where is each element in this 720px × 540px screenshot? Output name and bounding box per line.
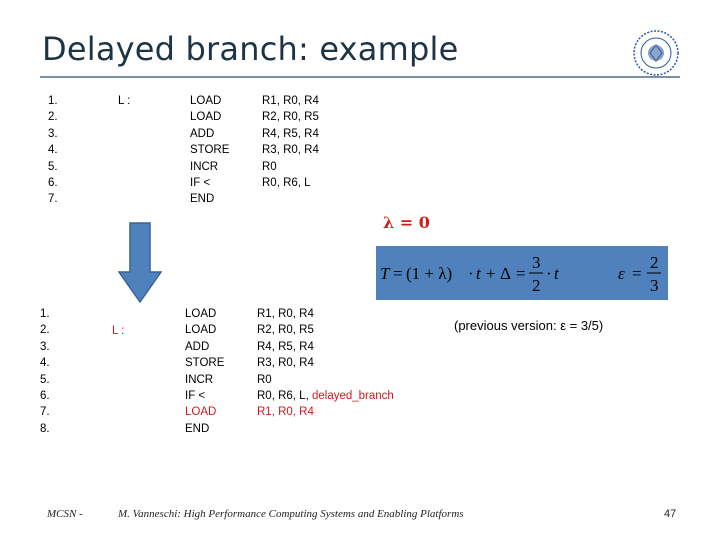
line-number: 4. — [48, 144, 58, 157]
operand: R0 — [257, 373, 272, 386]
operand: R4, R5, R4 — [262, 127, 319, 140]
formula-epsilon: ε — [618, 264, 625, 283]
footer-title: M. Vanneschi: High Performance Computing… — [118, 508, 464, 520]
program2-label: L : — [112, 323, 124, 339]
program2-operands: R1, R0, R4 R2, R0, R5 R4, R5, R4 R3, R0,… — [257, 306, 394, 421]
program1-operands: R1, R0, R4 R2, R0, R5 R4, R5, R4 R3, R0,… — [262, 93, 319, 191]
line-number: 3. — [40, 340, 50, 353]
opcode: LOAD — [190, 111, 222, 124]
opcode: STORE — [185, 357, 225, 370]
opcode: ADD — [190, 127, 215, 140]
formula-eps-den: 3 — [650, 276, 659, 295]
line-number: 3. — [48, 127, 58, 140]
formula-plus: + — [486, 264, 496, 283]
previous-version-note: (previous version: ε = 3/5) — [454, 318, 604, 333]
operand: R3, R0, R4 — [257, 357, 314, 370]
program1-label: L : — [118, 93, 130, 109]
formula-t-small: t — [476, 264, 482, 283]
opcode: LOAD — [185, 406, 217, 419]
operand-line-with-delayed: R0, R6, L, delayed_branch — [257, 388, 394, 404]
operand: R4, R5, R4 — [257, 340, 314, 353]
down-arrow-icon — [117, 222, 163, 304]
opcode: LOAD — [190, 95, 222, 107]
line-number: 1. — [40, 308, 50, 320]
line-number: 5. — [48, 160, 58, 173]
operand: R1, R0, R4 — [262, 95, 319, 107]
opcode: IF < — [190, 177, 211, 190]
line-number: 7. — [40, 406, 50, 419]
program2-opcodes: LOAD LOAD ADD STORE INCR IF < LOAD END — [185, 306, 224, 437]
formula-frac-num: 3 — [532, 253, 541, 272]
label-l: L : — [118, 95, 131, 107]
opcode: INCR — [185, 373, 214, 386]
operand: R0, R6, L — [262, 177, 311, 190]
opcode: IF < — [185, 390, 206, 403]
program2-line-numbers: 1. 2. 3. 4. 5. 6. 7. 8. — [40, 306, 50, 437]
formula-one-plus-lambda: (1 + λ) — [406, 264, 452, 283]
opcode: ADD — [185, 340, 210, 353]
line-number: 1. — [48, 95, 58, 107]
title-rule — [40, 76, 680, 78]
line-number: 6. — [40, 390, 50, 403]
page-number: 47 — [664, 508, 677, 520]
formula-dot2: · — [546, 264, 552, 283]
program1-line-numbers: 1. 2. 3. 4. 5. 6. 7. — [48, 93, 58, 208]
operand: R2, R0, R5 — [262, 111, 319, 124]
operand: R1, R0, R4 — [257, 406, 314, 419]
operand: R2, R0, R5 — [257, 324, 314, 337]
line-number: 7. — [48, 193, 58, 206]
label-l: L : — [112, 325, 125, 337]
opcode: LOAD — [185, 308, 217, 320]
opcode: STORE — [190, 144, 230, 157]
line-number: 8. — [40, 422, 50, 435]
formula-dot: · — [468, 264, 474, 283]
formula-svg: T = (1 + λ) · t + Δ = 3 2 · t ε = 2 3 — [380, 253, 661, 295]
slide-title: Delayed branch: example — [42, 30, 459, 68]
program1-opcodes: LOAD LOAD ADD STORE INCR IF < END — [190, 93, 229, 208]
formula-t-small2: t — [554, 264, 560, 283]
formula-eq3: = — [632, 264, 642, 283]
operand: R0, R6, L, — [257, 390, 309, 403]
formula-delta: Δ — [500, 264, 511, 283]
formula-eps-num: 2 — [650, 253, 659, 272]
lambda-label: λ = 0 — [383, 213, 430, 232]
line-number: 2. — [48, 111, 58, 124]
formula-frac-den: 2 — [532, 276, 541, 295]
formula-eq: = — [393, 264, 403, 283]
line-number: 4. — [40, 357, 50, 370]
operand: R0 — [262, 160, 277, 173]
opcode: LOAD — [185, 324, 217, 337]
opcode: INCR — [190, 160, 219, 173]
line-number: 6. — [48, 177, 58, 190]
delayed-branch-keyword: delayed_branch — [311, 390, 394, 403]
formula-box: T = (1 + λ) · t + Δ = 3 2 · t ε = 2 3 — [376, 246, 668, 300]
formula-eq2: = — [516, 264, 526, 283]
line-number: 2. — [40, 324, 50, 337]
opcode: END — [185, 422, 210, 435]
footer-course: MCSN - — [47, 508, 83, 520]
university-seal-icon — [633, 30, 679, 76]
line-number: 5. — [40, 373, 50, 386]
operand: R3, R0, R4 — [262, 144, 319, 157]
operand: R1, R0, R4 — [257, 308, 314, 320]
opcode: END — [190, 193, 215, 206]
formula-t: T — [380, 264, 391, 283]
